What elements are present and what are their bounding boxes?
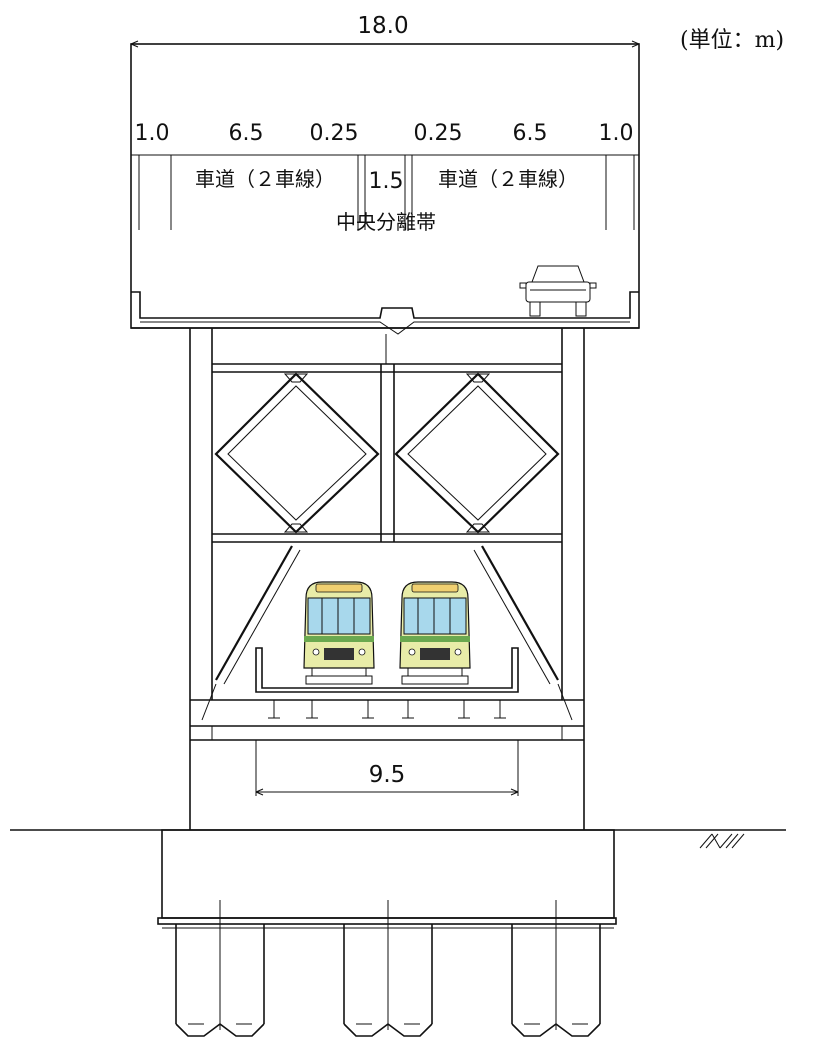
left-shoulder-label: 1.0 xyxy=(135,121,170,146)
train-right-icon xyxy=(399,581,471,685)
car-icon xyxy=(519,265,597,317)
pile-left xyxy=(175,900,265,1037)
track-slab xyxy=(189,647,585,741)
median-label: 中央分離帯 xyxy=(336,210,436,234)
foundation-footing xyxy=(157,829,617,929)
track-width-dimension: 9.5 xyxy=(255,740,519,796)
lane-lines xyxy=(131,154,639,230)
total-width-label: 18.0 xyxy=(357,13,408,39)
right-diamond-brace xyxy=(394,372,560,534)
track-width-label: 9.5 xyxy=(369,762,406,788)
pile-center xyxy=(343,900,433,1037)
median-width-label: 1.5 xyxy=(369,169,404,194)
train-left-icon xyxy=(303,581,375,685)
piles xyxy=(175,900,601,1037)
diagonal-struts xyxy=(201,545,573,721)
right-lanes-label: 6.5 xyxy=(513,121,548,146)
left-gap-label: 0.25 xyxy=(310,121,359,146)
middle-frame xyxy=(189,328,585,830)
ground-line xyxy=(10,829,786,849)
right-roadway-label: 車道（２車線） xyxy=(438,167,578,191)
right-gap-label: 0.25 xyxy=(414,121,463,146)
left-roadway-label: 車道（２車線） xyxy=(195,167,335,191)
lane-dimensions: 1.0 6.5 0.25 0.25 6.5 1.0 xyxy=(135,121,634,146)
unit-label: (単位：m) xyxy=(680,28,784,53)
left-diamond-brace xyxy=(214,372,380,534)
pile-right xyxy=(511,900,601,1037)
left-lanes-label: 6.5 xyxy=(229,121,264,146)
total-width-dimension: 18.0 xyxy=(130,13,640,48)
right-shoulder-label: 1.0 xyxy=(599,121,634,146)
